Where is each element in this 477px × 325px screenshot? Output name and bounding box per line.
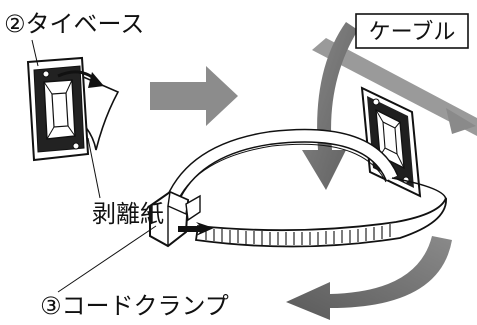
wrap-down-arrow (302, 22, 358, 190)
insert-arrow-icon (178, 222, 214, 236)
release-paper-leader (87, 137, 101, 199)
cable-label: ケーブル (369, 20, 456, 45)
tie-base-with-release-paper (26, 56, 120, 162)
wrap-left-arrow (286, 236, 452, 320)
tie-base-label: ②タイベース (4, 10, 144, 38)
cord-clamp-leader (57, 225, 157, 293)
cable-label-box (355, 13, 469, 49)
serrated-strap (194, 197, 447, 248)
tie-base-leader (31, 39, 39, 67)
process-arrow-icon (150, 66, 238, 126)
cord-clamp-head (149, 190, 201, 248)
tie-base-right (360, 86, 422, 198)
cable-tie-band (163, 128, 447, 248)
cable-bar (312, 38, 477, 136)
cord-clamp-label: ③コードクランプ (40, 292, 229, 320)
release-paper-label: 剥離紙 (92, 200, 164, 228)
